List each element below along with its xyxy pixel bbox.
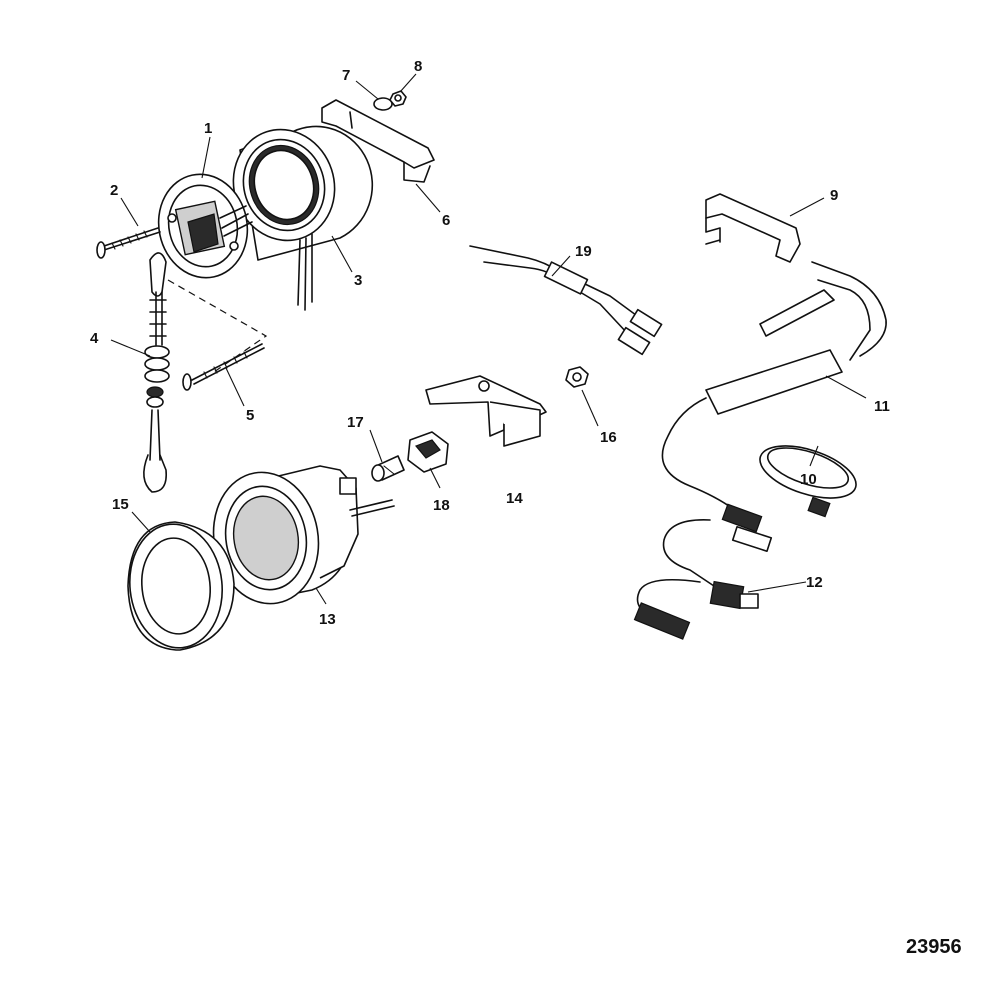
part-11-harness — [661, 261, 887, 591]
part-3-housing — [232, 125, 374, 311]
part-12-connector — [633, 578, 759, 640]
callout-13: 13 — [319, 611, 336, 628]
callout-5: 5 — [246, 407, 254, 424]
leader-lines — [110, 73, 867, 605]
part-10-clamp — [759, 445, 857, 518]
callout-15: 15 — [112, 496, 129, 513]
callout-18: 18 — [433, 497, 450, 514]
part-6-bracket — [321, 99, 435, 183]
callout-2: 2 — [110, 182, 118, 199]
callouts: 1 2 3 4 5 6 7 8 9 10 11 12 13 14 15 16 1… — [90, 58, 890, 628]
assembly-line — [167, 279, 268, 373]
part-2-screw — [96, 227, 161, 259]
callout-10: 10 — [800, 471, 817, 488]
callout-8: 8 — [414, 58, 422, 75]
callout-3: 3 — [354, 272, 362, 289]
callout-6: 6 — [442, 212, 450, 229]
callout-4: 4 — [90, 330, 99, 347]
part-15-bezel — [127, 521, 235, 651]
part-4-spring-clip — [143, 252, 170, 493]
part-19-harness — [469, 245, 663, 356]
part-5-screw — [182, 343, 265, 391]
part-14-bracket — [425, 375, 547, 447]
part-16-nut — [565, 366, 589, 388]
callout-12: 12 — [806, 574, 823, 591]
part-18-socket — [407, 431, 449, 473]
part-7-washer — [373, 97, 393, 111]
callout-19: 19 — [575, 243, 592, 260]
drawing-number: 23956 — [906, 936, 962, 958]
callout-7: 7 — [342, 67, 350, 84]
part-8-nut — [389, 90, 407, 107]
part-9-bracket — [705, 193, 801, 263]
callout-17: 17 — [347, 414, 364, 431]
callout-9: 9 — [830, 187, 838, 204]
callout-11: 11 — [874, 398, 890, 415]
part-1-gauge — [157, 173, 253, 279]
part-13-gauge — [212, 465, 395, 605]
callout-1: 1 — [204, 120, 212, 137]
callout-14: 14 — [506, 490, 523, 507]
callout-16: 16 — [600, 429, 617, 446]
part-17-bulb — [371, 455, 405, 482]
